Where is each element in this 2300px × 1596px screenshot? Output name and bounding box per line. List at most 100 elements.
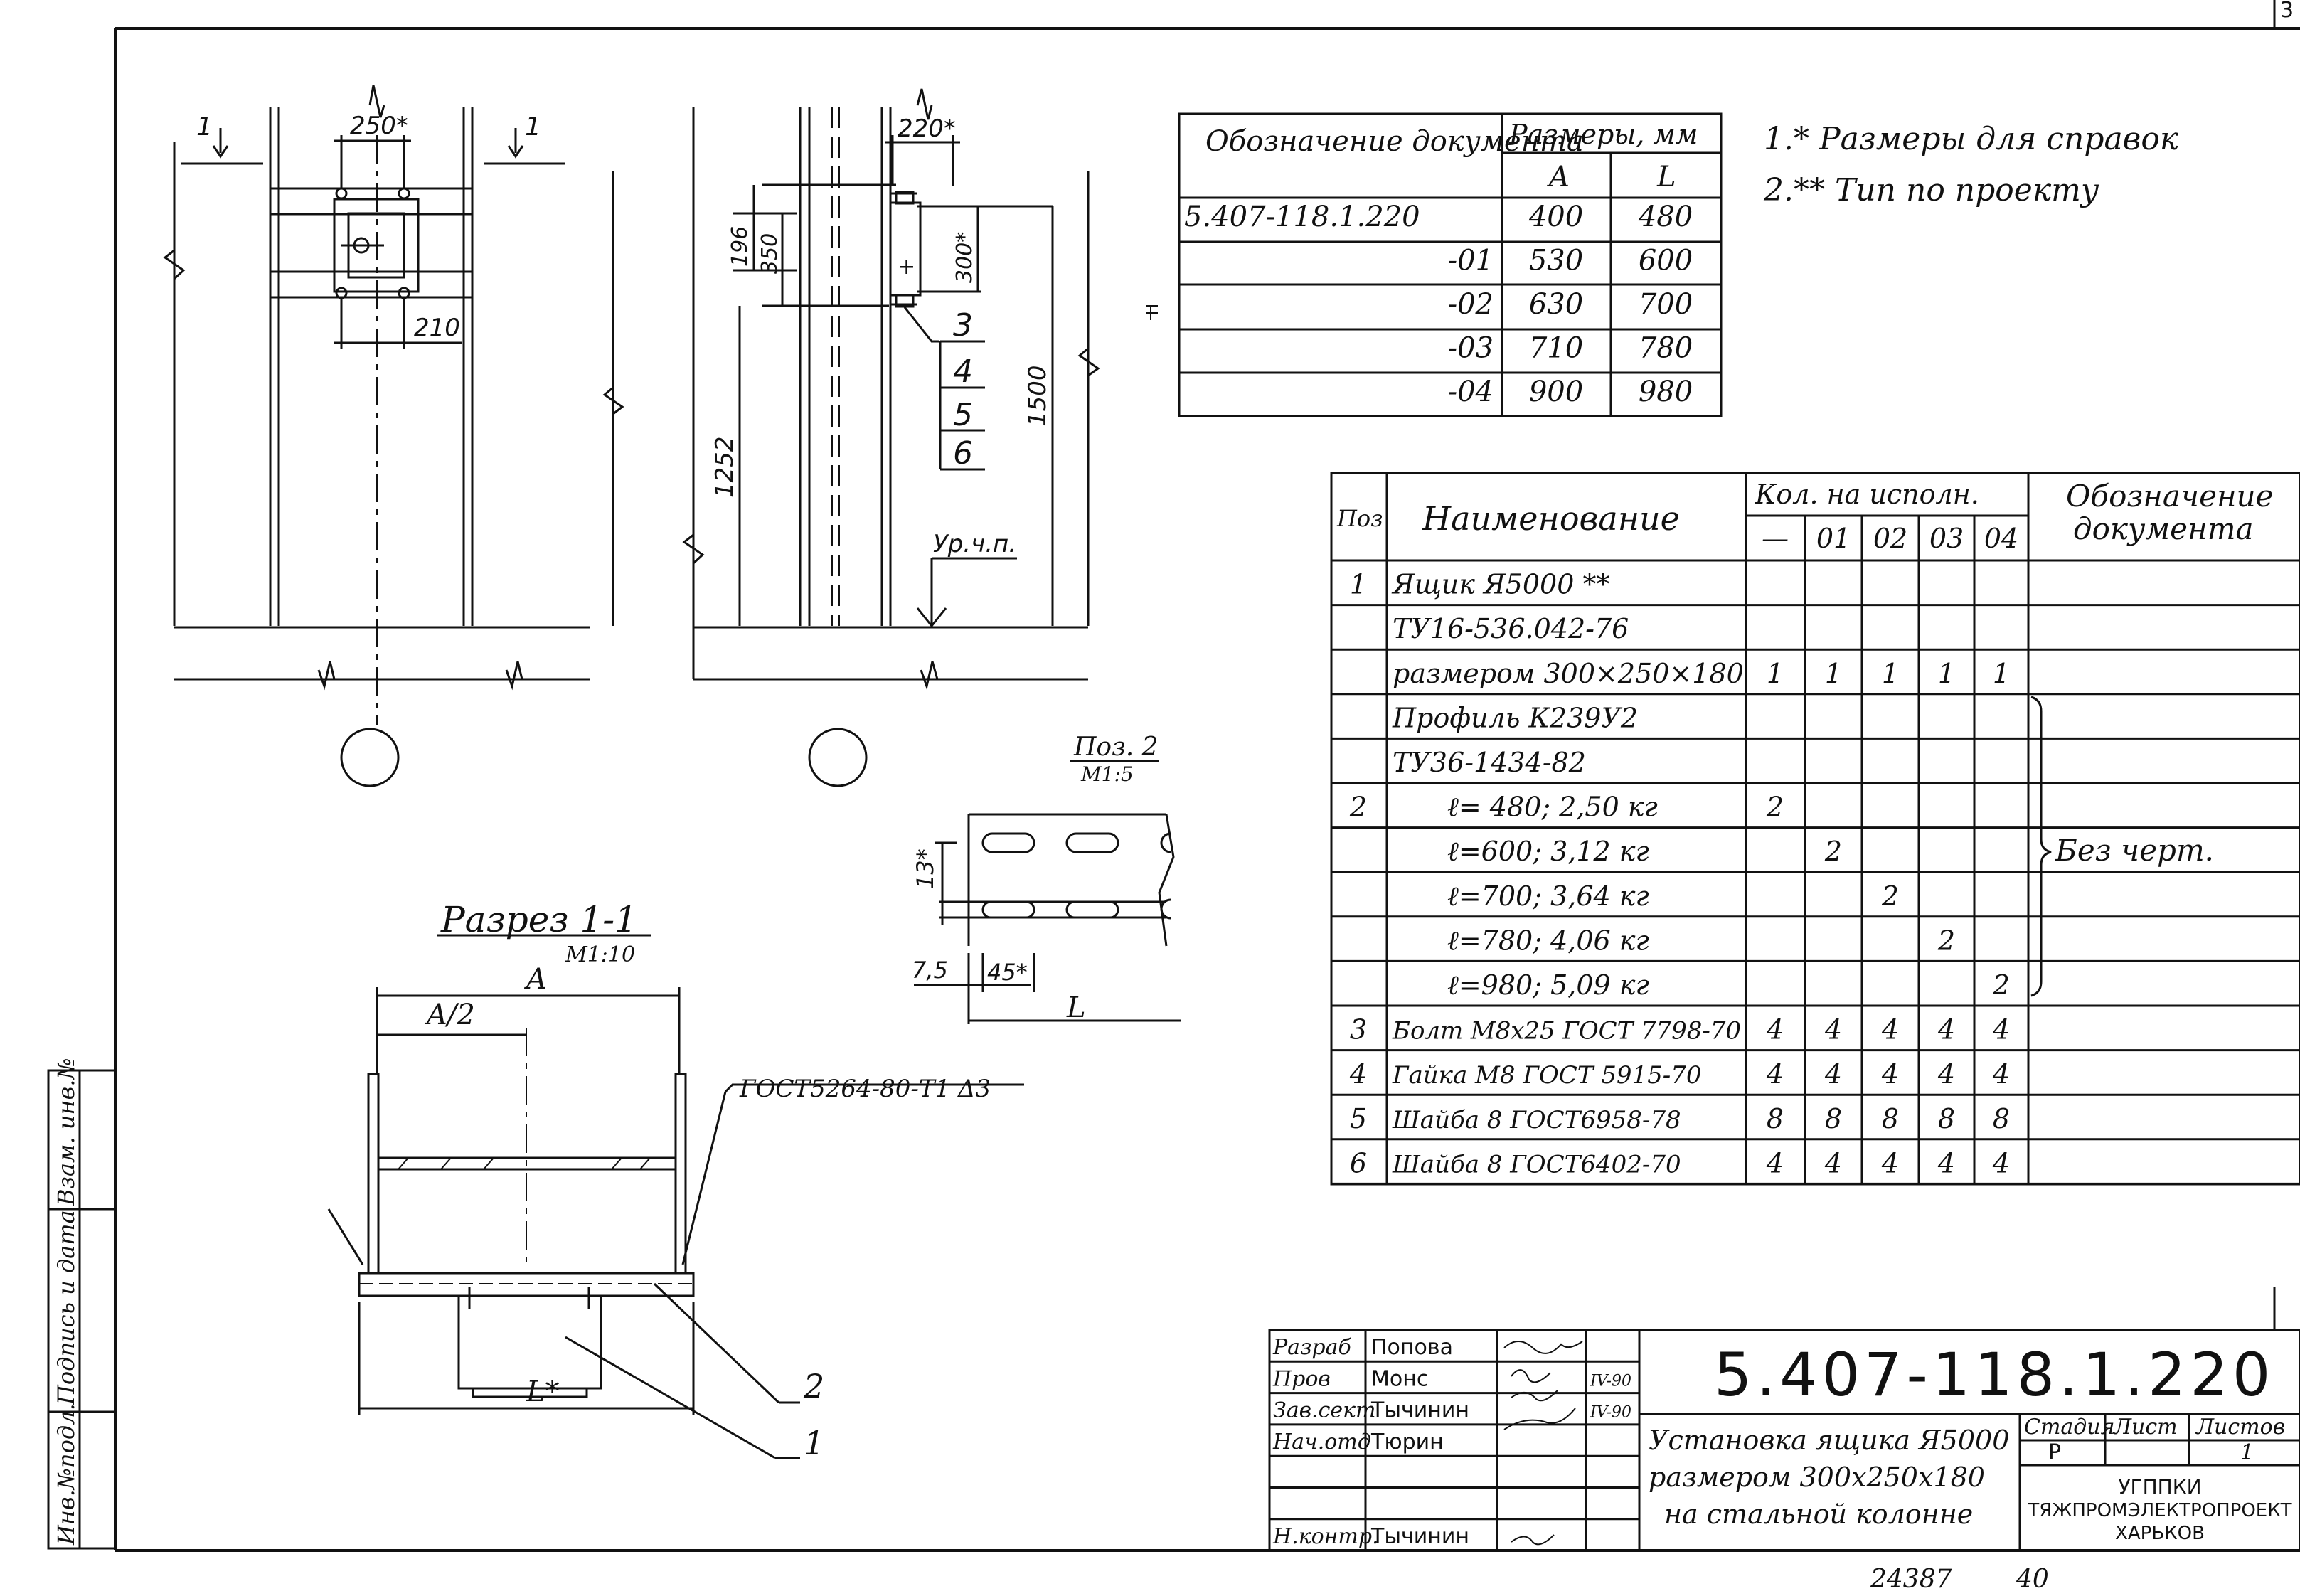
- spec-qty: 4: [1766, 1014, 1784, 1046]
- variants-header-doc: Обозначение документа: [1205, 125, 1584, 158]
- spec-name: ТУ16-536.042-76: [1393, 613, 1629, 644]
- spec-header-doc-2: документа: [2073, 511, 2254, 546]
- variant-doc: -02: [1448, 288, 1494, 321]
- spec-name: ℓ=600; 3,12 кг: [1447, 836, 1649, 867]
- section-scale: М1:10: [565, 942, 635, 967]
- spec-qty: 4: [1992, 1014, 2010, 1046]
- spec-qty: 4: [1881, 1058, 1899, 1090]
- side-stamp: Взам. инв.№ Подпись и дата Инв.№подл.: [47, 1058, 117, 1550]
- spec-pos: 1: [1350, 569, 1367, 600]
- pos2-dim-13: 13*: [912, 848, 939, 889]
- pos2-dim-45: 45*: [987, 959, 1028, 986]
- cut-mark-left: 1: [196, 112, 213, 142]
- title-block-sheets: 1: [2240, 1440, 2254, 1465]
- title-block-code: 5.407-118.1.220: [1714, 1340, 2274, 1410]
- variant-doc: -01: [1448, 245, 1494, 277]
- spec-qty: 2: [1766, 792, 1784, 823]
- variant-a: 400: [1528, 201, 1583, 233]
- tb-role: Н.контр.: [1272, 1524, 1379, 1549]
- variant-l: 700: [1639, 288, 1693, 321]
- spec-name: Болт М8х25 ГОСТ 7798-70: [1392, 1017, 1741, 1046]
- variant-l: 600: [1639, 245, 1693, 277]
- side-view: [682, 88, 1100, 787]
- tb-role: Нач.отд: [1272, 1430, 1371, 1454]
- sheet-frame: [114, 27, 2300, 1552]
- spec-name: Шайба 8 ГОСТ6958-78: [1392, 1106, 1681, 1134]
- tb-name: Монс: [1371, 1366, 1428, 1391]
- cut-mark-right: 1: [525, 112, 541, 142]
- variants-table: [1178, 112, 1723, 417]
- variants-col-l: L: [1656, 161, 1676, 193]
- tb-name: Тычинин: [1370, 1524, 1469, 1549]
- spec-qty-col-head: 02: [1873, 523, 1907, 554]
- variants-header-doc-text: Обозначение документа: [1205, 125, 1584, 158]
- spec-header-doc-1: Обозначение: [2066, 479, 2274, 514]
- spec-qty: 8: [1825, 1103, 1842, 1134]
- spec-qty: 4: [1937, 1014, 1955, 1046]
- spec-rows: 1 Ящик Я5000 ** ТУ16-536.042-76 размером 30…: [1349, 569, 2010, 1179]
- title-block-sheets-header: Листов: [2195, 1415, 2285, 1440]
- title-block-org-2: ТЯЖПРОМЭЛЕКТРОПРОЕКТ: [2027, 1500, 2291, 1521]
- spec-qty-col-head: 04: [1984, 523, 2018, 554]
- spec-qty-col-head: 01: [1816, 523, 1851, 554]
- title-block-desc-1: Установка ящика Я5000: [1649, 1425, 2009, 1456]
- variants-col-a: A: [1546, 161, 1570, 193]
- corner-mark-number: 3: [2280, 0, 2294, 23]
- section-weld-note: ГОСТ5264-80-Т1 Δ3: [739, 1075, 991, 1103]
- spec-qty: 8: [1767, 1103, 1784, 1134]
- spec-name: Профиль К239У2: [1392, 702, 1638, 733]
- bottom-code-2: 40: [2016, 1565, 2049, 1594]
- side-dim-196: 196: [728, 226, 752, 267]
- tb-role: Зав.сект: [1273, 1398, 1376, 1423]
- spec-qty-heads: — 01 02 03 04: [1762, 523, 2018, 554]
- variant-l: 980: [1639, 376, 1693, 408]
- side-dim-220: 220*: [898, 115, 956, 143]
- spec-name: Ящик Я5000 **: [1391, 569, 1609, 600]
- spec-pos: 3: [1350, 1014, 1367, 1046]
- spec-pos: 4: [1349, 1058, 1367, 1090]
- title-block-sheet-header: Лист: [2112, 1415, 2178, 1440]
- title-block-stage-header: Стадия: [2024, 1415, 2115, 1440]
- callout-6: 6: [953, 435, 973, 472]
- title-block-org-3: ХАРЬКОВ: [2115, 1523, 2205, 1544]
- spec-qty: 2: [1881, 881, 1899, 912]
- spec-grid: [1331, 604, 2300, 1185]
- note-2: 2.** Тип по проекту: [1763, 172, 2099, 208]
- pos2-dim-7-5: 7,5: [912, 957, 948, 984]
- spec-qty: 4: [1937, 1058, 1955, 1090]
- spec-qty: 1: [1938, 658, 1955, 689]
- section-dim-a: A: [523, 963, 547, 996]
- section-view: [327, 934, 1024, 1459]
- spec-qty: 8: [1882, 1103, 1899, 1134]
- signature-marks: [1503, 1341, 1583, 1546]
- spec-qty: 4: [1937, 1147, 1955, 1179]
- callout-4: 4: [953, 353, 973, 390]
- section-title: Разрез 1-1: [440, 899, 637, 940]
- side-dim-300: 300*: [952, 232, 977, 283]
- spec-name: ТУ36-1434-82: [1393, 747, 1586, 778]
- spec-qty-col-head: —: [1762, 523, 1789, 554]
- side-stamp-inv-no: Инв.№подл.: [53, 1403, 80, 1546]
- side-dim-1500: 1500: [1023, 365, 1052, 427]
- spec-table: [1330, 472, 2300, 1186]
- tb-date: IV-90: [1590, 1404, 1631, 1422]
- variant-a: 530: [1529, 245, 1583, 277]
- variant-a: 630: [1529, 288, 1583, 321]
- floor-level-label: Ур.ч.п.: [933, 530, 1016, 558]
- pos2-title: Поз. 2: [1073, 733, 1159, 762]
- spec-bracket: [2030, 696, 2052, 997]
- spec-qty: 1: [1825, 658, 1842, 689]
- spec-name: размером 300×250×180: [1393, 658, 1744, 689]
- spec-header-qty: Кол. на исполн.: [1755, 479, 1979, 510]
- title-block: [1268, 1287, 2300, 1552]
- spec-name: Гайка М8 ГОСТ 5915-70: [1392, 1061, 1701, 1090]
- title-block-desc-2: размером 300х250х180: [1649, 1462, 1985, 1493]
- spec-qty: 4: [1881, 1147, 1899, 1179]
- title-block-stage: Р: [2048, 1440, 2061, 1465]
- spec-qty: 1: [1993, 658, 2010, 689]
- spec-qty-col-head: 03: [1929, 523, 1964, 554]
- side-plus-mark: +: [898, 255, 915, 280]
